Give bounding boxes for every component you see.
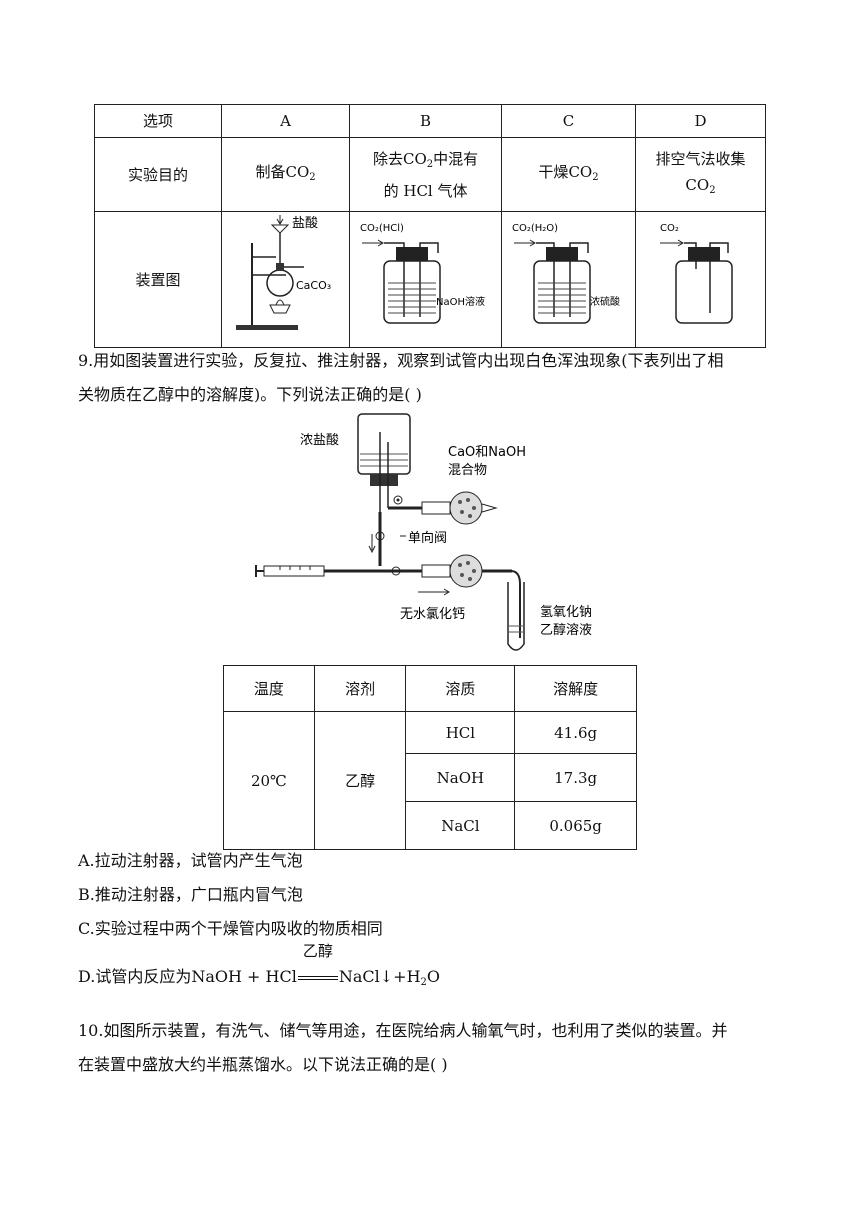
purpose-d: 排空气法收集 CO2	[635, 137, 766, 212]
cell-solute: NaOH	[405, 753, 516, 802]
gas-label: CO₂	[660, 223, 679, 234]
cell-solubility: 17.3g	[514, 753, 637, 802]
cell-solubility: 0.065g	[514, 801, 637, 850]
acid-label: 盐酸	[292, 216, 318, 231]
apparatus-b: CO₂(HCl) NaOH溶液	[349, 211, 503, 348]
table-row: 装置图 盐酸 CaCO₃ CO₂(HCl)	[93, 211, 766, 348]
cell-solvent: 乙醇	[313, 711, 407, 850]
reaction-condition: 乙醇	[302, 942, 333, 960]
table-row: NaCl 0.065g	[224, 801, 637, 850]
apparatus-c: CO₂(H₂O) 浓硫酸	[501, 211, 636, 348]
cell-solute: NaCl	[405, 801, 516, 850]
table-row: 20℃ 乙醇 HCl 41.6g	[223, 711, 637, 850]
header-c: C	[501, 104, 636, 138]
drying-bottle-diagram: CO₂(H₂O) 浓硫酸	[512, 223, 620, 324]
mixture-label-2: 混合物	[448, 463, 487, 478]
purpose-b: 除去CO2中混有 的 HCl 气体	[349, 137, 503, 212]
header-solubility: 溶解度	[514, 665, 637, 712]
purpose-a: 制备CO2	[221, 137, 351, 212]
solubility-table: 温度 溶剂 溶质 溶解度 20℃ 乙醇 HCl 41.6g NaOH 17.3g…	[223, 665, 637, 850]
valve-label: 单向阀	[408, 530, 447, 546]
co2-generator-diagram: 盐酸 CaCO₃	[235, 214, 331, 330]
apparatus-label: 装置图	[93, 211, 223, 348]
cell-solute: HCl	[405, 711, 516, 754]
cell-solubility: 41.6g	[514, 711, 637, 754]
header-b: B	[349, 104, 503, 138]
cell-temp: 20℃	[223, 711, 315, 850]
q10-stem-line1: 10.如图所示装置，有洗气、储气等用途，在医院给病人输氧气时，也利用了类似的装置…	[78, 1021, 728, 1040]
apparatus-d: CO₂	[635, 211, 766, 348]
q9-stem-line1: 9.用如图装置进行实验，反复拉、推注射器，观察到试管内出现白色浑浊现象(下表列出…	[78, 351, 724, 370]
table-row: 实验目的 制备CO2 除去CO2中混有 的 HCl 气体 干燥CO2 排空气法收…	[93, 137, 766, 212]
acid-label: 浓盐酸	[300, 433, 339, 448]
dryer-label: 无水氯化钙	[400, 607, 465, 622]
q9-option-b: B.推动注射器，广口瓶内冒气泡	[78, 885, 303, 904]
tube-label-2: 乙醇溶液	[540, 622, 592, 638]
q10-stem-line2: 在装置中盛放大约半瓶蒸馏水。以下说法正确的是( )	[78, 1055, 448, 1074]
gas-label: CO₂(HCl)	[360, 223, 404, 234]
q9-apparatus-diagram: 浓盐酸 CaO和NaOH 混合物 单向阀 无水氯化钙 氢氧化钠 乙醇溶液	[255, 413, 592, 651]
table-row: 温度 溶剂 溶质 溶解度	[223, 665, 637, 712]
header-temp: 温度	[223, 665, 315, 712]
q9-option-c: C.实验过程中两个干燥管内吸收的物质相同	[78, 919, 383, 938]
tube-label-1: 氢氧化钠	[540, 605, 592, 620]
gas-label: CO₂(H₂O)	[512, 223, 558, 234]
experiment-table: 选项 A B C D 实验目的 制备CO2 除去CO2中混有 的 HCl 气体 …	[93, 104, 766, 348]
gas-collection-bottle-diagram: CO₂	[659, 223, 733, 324]
header-a: A	[221, 104, 351, 138]
table-row: 选项 A B C D	[93, 104, 766, 138]
q9-option-a: A.拉动注射器，试管内产生气泡	[78, 851, 303, 870]
mixture-label-1: CaO和NaOH	[448, 445, 526, 460]
liquid-label: NaOH溶液	[436, 295, 485, 308]
header-option: 选项	[93, 104, 223, 138]
header-d: D	[635, 104, 766, 138]
header-solute: 溶质	[405, 665, 516, 712]
solid-label: CaCO₃	[296, 279, 331, 292]
washing-bottle-naoh-diagram: CO₂(HCl) NaOH溶液	[360, 223, 485, 324]
q9-stem-line2: 关物质在乙醇中的溶解度)。下列说法正确的是( )	[78, 385, 422, 404]
liquid-label: 浓硫酸	[590, 295, 620, 308]
purpose-label: 实验目的	[93, 137, 223, 212]
header-solvent: 溶剂	[313, 665, 407, 712]
purpose-c: 干燥CO2	[501, 137, 636, 212]
apparatus-a: 盐酸 CaCO₃	[221, 211, 351, 348]
table-row: NaOH 17.3g	[224, 753, 637, 802]
